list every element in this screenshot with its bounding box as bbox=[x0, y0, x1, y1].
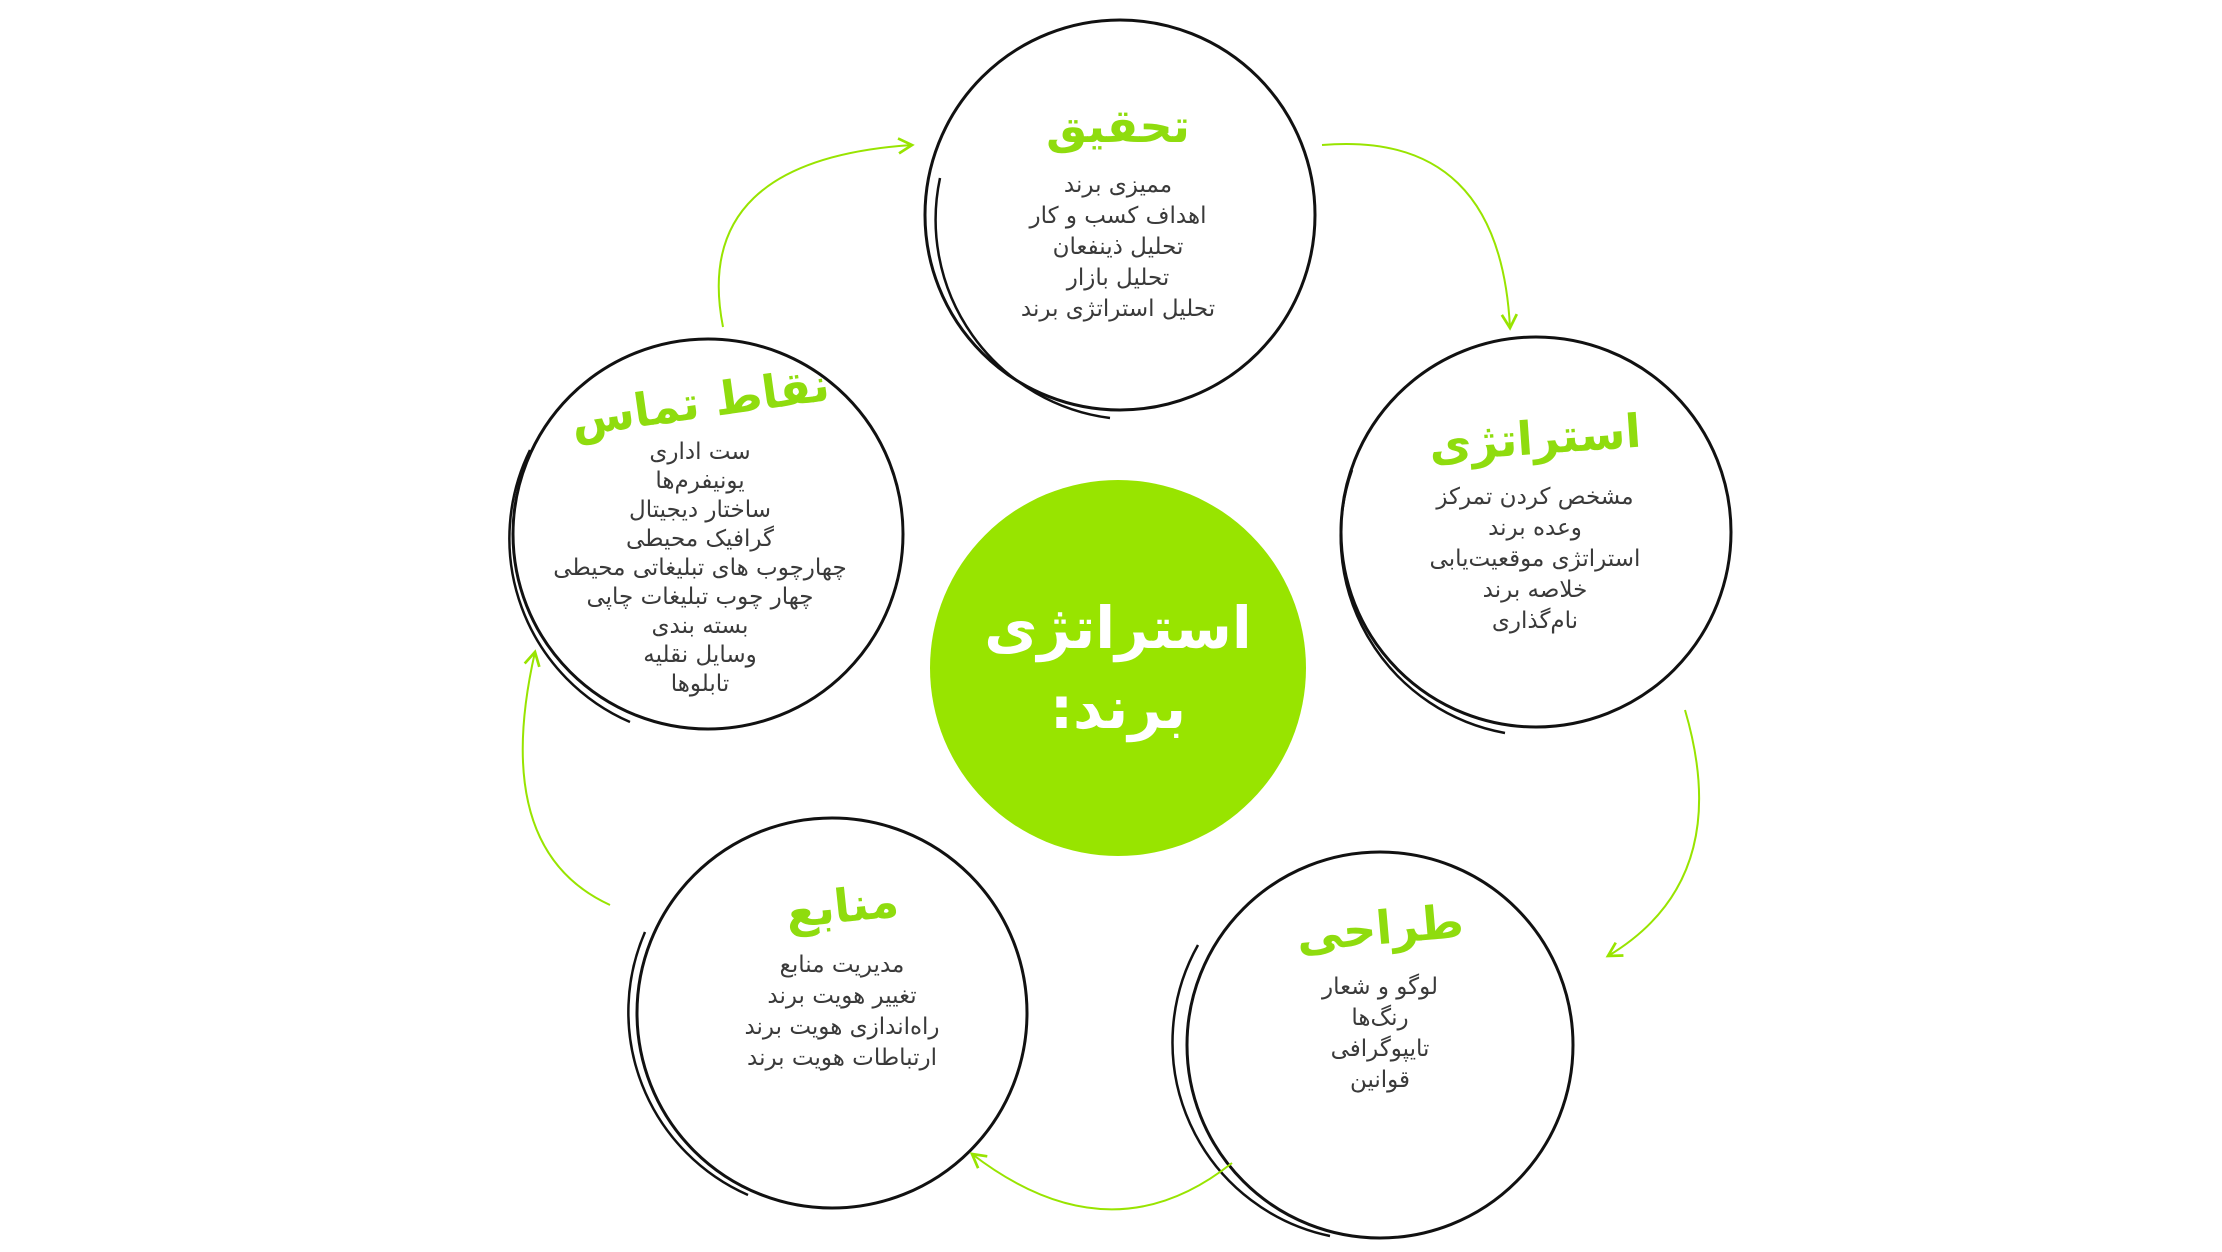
list-item: تحلیل استراتژی برند bbox=[1020, 296, 1216, 322]
list-item: چهارچوب های تبلیغاتی محیطی bbox=[553, 555, 847, 581]
list-item: رنگ‌ها bbox=[1351, 1005, 1409, 1031]
node-strategy: استراتژی مشخص کردن تمرکز وعده برند استرا… bbox=[1427, 404, 1642, 637]
arrow-resources-to-touchpoints bbox=[521, 649, 611, 906]
node-design: طراحی لوگو و شعار رنگ‌ها تایپوگرافی قوان… bbox=[1294, 894, 1465, 1096]
list-item: بسته بندی bbox=[651, 613, 749, 639]
list-item: تغییر هویت برند bbox=[767, 983, 917, 1009]
node-research-items: ممیزی برند اهداف کسب و کار تحلیل ذینفعان… bbox=[1021, 170, 1215, 325]
list-item: گرافیک محیطی bbox=[625, 526, 775, 552]
list-item: تحلیل ذینفعان bbox=[1052, 234, 1184, 260]
node-touchpoints-items: ست اداری یونیفرم‌ها ساختار دیجیتال گرافی… bbox=[553, 438, 846, 699]
node-design-title: طراحی bbox=[1294, 893, 1466, 963]
arrow-strategy-to-design bbox=[1605, 709, 1701, 958]
arrow-research-to-strategy bbox=[1321, 143, 1519, 331]
ring-touchpoints bbox=[508, 337, 905, 731]
list-item: تایپوگرافی bbox=[1330, 1036, 1430, 1062]
list-item: ارتباطات هویت برند bbox=[746, 1045, 937, 1071]
node-design-items: لوگو و شعار رنگ‌ها تایپوگرافی قوانین bbox=[1296, 972, 1463, 1096]
list-item: ممیزی برند bbox=[1063, 172, 1173, 198]
node-resources: منابع مدیریت منابع تغییر هویت برند راه‌ا… bbox=[744, 873, 939, 1074]
ring-research bbox=[923, 18, 1317, 420]
list-item: یونیفرم‌ها bbox=[655, 468, 745, 494]
center-hub: استراتژی برند: bbox=[930, 480, 1306, 856]
list-item: خلاصه برند bbox=[1482, 577, 1588, 603]
list-item: وسایل نقلیه bbox=[643, 642, 757, 668]
node-resources-items: مدیریت منابع تغییر هویت برند راه‌اندازی … bbox=[744, 950, 939, 1074]
ring-strategy bbox=[1339, 335, 1733, 735]
list-item: تابلوها bbox=[670, 671, 730, 697]
list-item: ست اداری bbox=[649, 439, 751, 465]
list-item: استراتژی موقعیت‌یابی bbox=[1429, 546, 1641, 572]
node-strategy-title: استراتژی bbox=[1427, 403, 1643, 473]
node-research: تحقیق ممیزی برند اهداف کسب و کار تحلیل ذ… bbox=[1021, 96, 1215, 325]
list-item: اهداف کسب و کار bbox=[1029, 203, 1207, 229]
list-item: وعده برند bbox=[1488, 515, 1582, 541]
list-item: چهار چوب تبلیغات چاپی bbox=[586, 584, 814, 610]
node-touchpoints: نقاط تماس ست اداری یونیفرم‌ها ساختار دیج… bbox=[553, 357, 846, 699]
center-title-line1: استراتژی bbox=[984, 594, 1252, 662]
list-item: راه‌اندازی هویت برند bbox=[744, 1014, 940, 1040]
arrow-touchpoints-to-research bbox=[717, 137, 915, 328]
node-research-title: تحقیق bbox=[1046, 99, 1190, 153]
node-resources-title: منابع bbox=[782, 873, 902, 939]
list-item: لوگو و شعار bbox=[1322, 974, 1438, 1000]
list-item: قوانین bbox=[1349, 1067, 1411, 1093]
node-strategy-items: مشخص کردن تمرکز وعده برند استراتژی موقعی… bbox=[1429, 482, 1641, 637]
list-item: ساختار دیجیتال bbox=[629, 497, 771, 523]
arrow-design-to-resources bbox=[969, 1152, 1233, 1211]
list-item: مدیریت منابع bbox=[779, 952, 905, 978]
center-title-line2: برند: bbox=[1049, 674, 1187, 742]
list-item: نام‌گذاری bbox=[1491, 608, 1579, 634]
ring-resources bbox=[627, 816, 1029, 1210]
list-item: تحلیل بازار bbox=[1066, 265, 1170, 291]
ring-design bbox=[1171, 850, 1575, 1240]
list-item: مشخص کردن تمرکز bbox=[1436, 484, 1634, 510]
